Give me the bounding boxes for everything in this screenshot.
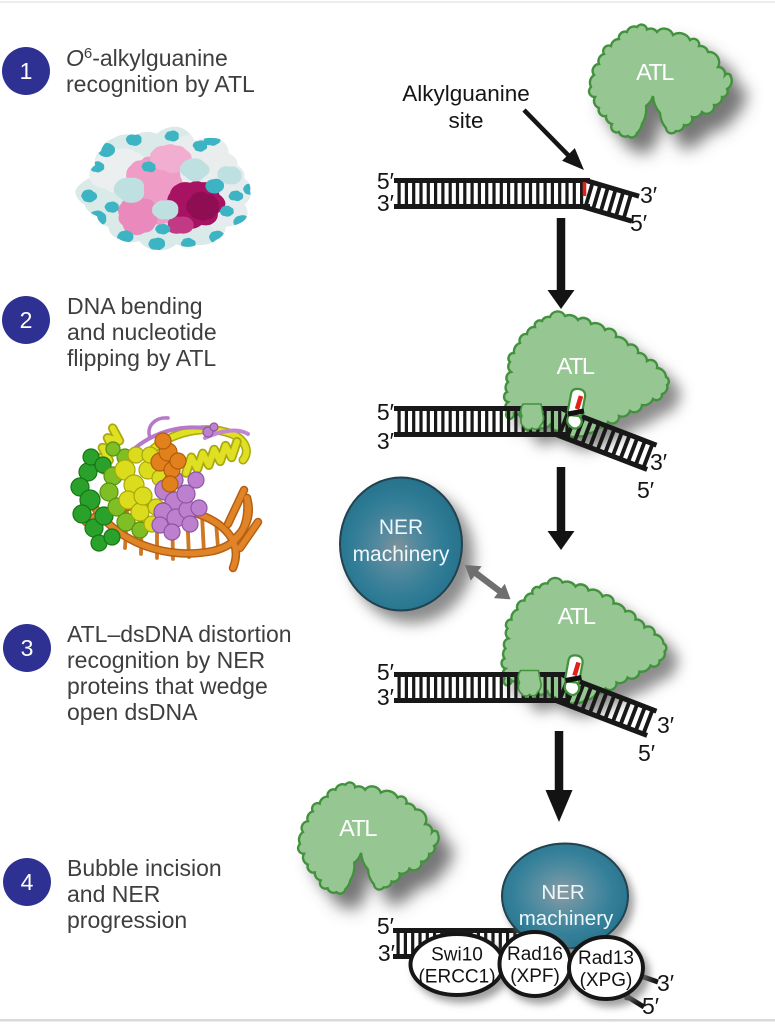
- svg-text:3′: 3′: [640, 182, 657, 208]
- svg-text:machinery: machinery: [519, 907, 614, 930]
- svg-text:3′: 3′: [378, 940, 395, 966]
- svg-text:5′: 5′: [377, 168, 394, 194]
- svg-text:(XPG): (XPG): [580, 970, 633, 991]
- svg-text:progression: progression: [67, 907, 187, 933]
- svg-text:3: 3: [21, 635, 34, 661]
- svg-text:and nucleotide: and nucleotide: [67, 319, 217, 345]
- svg-text:4: 4: [21, 869, 34, 895]
- svg-text:5′: 5′: [630, 210, 647, 236]
- svg-text:machinery: machinery: [353, 543, 450, 566]
- svg-text:flipping by ATL: flipping by ATL: [67, 345, 216, 371]
- svg-text:(ERCC1): (ERCC1): [418, 967, 495, 988]
- svg-text:5′: 5′: [377, 399, 394, 425]
- svg-text:ATL: ATL: [339, 815, 377, 841]
- svg-text:3′: 3′: [377, 190, 394, 216]
- svg-text:5′: 5′: [637, 477, 654, 503]
- svg-text:ATL: ATL: [558, 603, 596, 629]
- svg-text:Alkylguanine: Alkylguanine: [402, 81, 530, 106]
- svg-text:recognition by ATL: recognition by ATL: [66, 71, 255, 97]
- svg-text:5′: 5′: [377, 913, 394, 939]
- svg-text:ATL: ATL: [636, 59, 674, 85]
- svg-text:2: 2: [20, 307, 33, 333]
- svg-text:site: site: [448, 108, 483, 133]
- svg-text:open dsDNA: open dsDNA: [67, 699, 198, 725]
- svg-text:5′: 5′: [642, 993, 659, 1019]
- svg-text:Bubble incision: Bubble incision: [67, 855, 222, 881]
- svg-text:ATL–dsDNA distortion: ATL–dsDNA distortion: [67, 621, 292, 647]
- svg-text:DNA bending: DNA bending: [67, 293, 203, 319]
- svg-text:ATL: ATL: [557, 353, 595, 379]
- svg-text:Rad13: Rad13: [578, 948, 634, 969]
- svg-text:Swi10: Swi10: [431, 945, 483, 966]
- svg-text:3′: 3′: [377, 428, 394, 454]
- svg-text:Rad16: Rad16: [507, 944, 563, 965]
- svg-text:3′: 3′: [650, 449, 667, 475]
- svg-text:3′: 3′: [377, 684, 394, 710]
- svg-text:proteins that wedge: proteins that wedge: [67, 673, 268, 699]
- svg-text:NER: NER: [541, 881, 584, 904]
- svg-text:3′: 3′: [657, 970, 674, 996]
- svg-text:3′: 3′: [657, 712, 674, 738]
- svg-text:and NER: and NER: [67, 881, 160, 907]
- svg-text:recognition by NER: recognition by NER: [67, 647, 265, 673]
- svg-text:5′: 5′: [638, 740, 655, 766]
- svg-text:5′: 5′: [377, 659, 394, 685]
- svg-text:1: 1: [20, 58, 33, 84]
- svg-text:(XPF): (XPF): [510, 966, 560, 987]
- svg-text:NER: NER: [379, 516, 423, 539]
- svg-text:O6-alkylguanine: O6-alkylguanine: [66, 45, 228, 71]
